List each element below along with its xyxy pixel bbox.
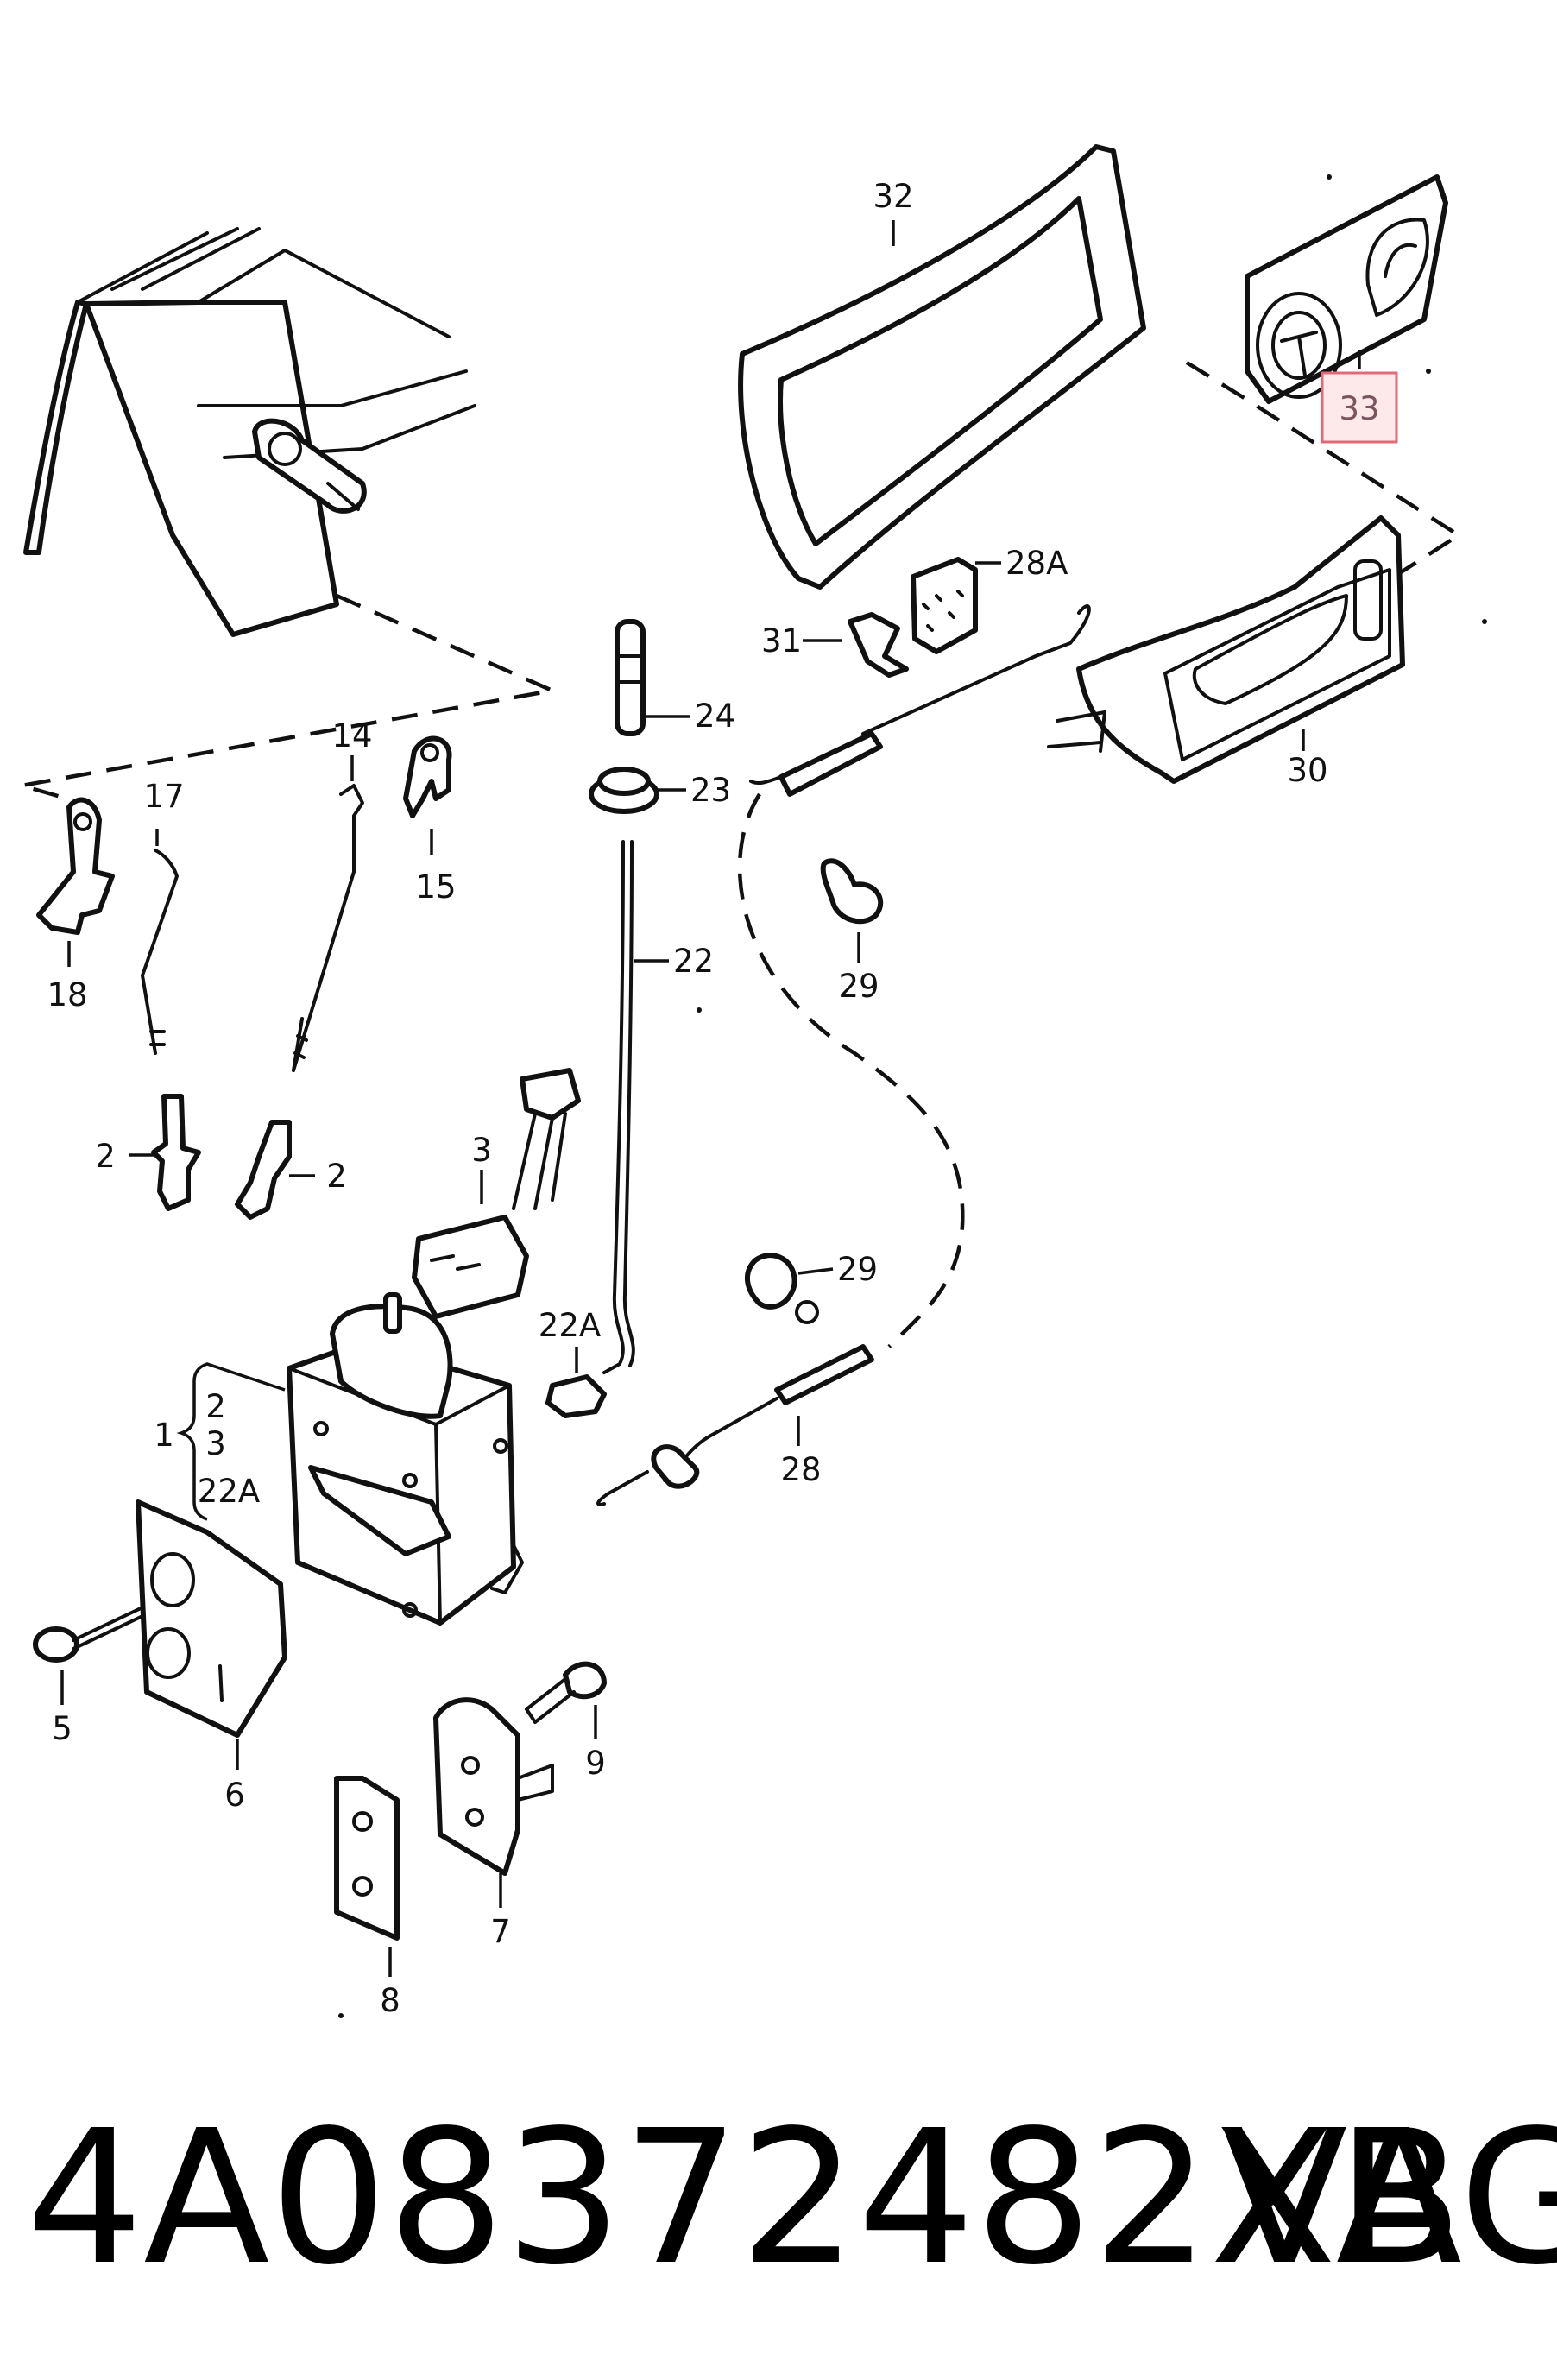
- brand-caption: VAG: [1221, 2091, 1557, 2306]
- callout-3[interactable]: 3: [471, 1132, 492, 1169]
- callout-7[interactable]: 7: [490, 1913, 511, 1950]
- group-item-22A: 22A: [198, 1473, 260, 1510]
- leader-29-lower: [797, 1267, 834, 1275]
- backing-plate-8: [334, 1776, 400, 1941]
- highlight-box-33: [1321, 371, 1398, 444]
- callout-15[interactable]: 15: [415, 868, 456, 906]
- cable-28: [596, 1344, 874, 1506]
- callout-14[interactable]: 14: [331, 717, 372, 754]
- callout-17[interactable]: 17: [143, 778, 184, 815]
- cable-routing-dashed: [737, 792, 965, 1348]
- cable-upper: [749, 604, 1091, 797]
- stray-dot: [697, 1007, 702, 1013]
- callout-5[interactable]: 5: [52, 1710, 72, 1747]
- connector-2-right: [235, 1120, 292, 1220]
- door-lock-actuator-1: [287, 1292, 524, 1626]
- group-item-3: 3: [205, 1425, 226, 1462]
- callout-23[interactable]: 23: [690, 772, 731, 809]
- callout-1[interactable]: 1: [154, 1417, 174, 1454]
- grommet-23: [589, 767, 659, 814]
- callout-2-right[interactable]: 2: [326, 1158, 347, 1195]
- cable-clip-29-lower: [745, 1253, 819, 1324]
- callout-28A[interactable]: 28A: [1005, 545, 1068, 582]
- door-panel-frame-32: [738, 144, 1146, 590]
- callout-33[interactable]: 33: [1339, 390, 1379, 427]
- stray-dot: [338, 2013, 344, 2018]
- cable-clip-29-upper: [820, 858, 884, 925]
- callout-29-upper[interactable]: 29: [838, 968, 879, 1005]
- callout-22[interactable]: 22: [673, 943, 714, 980]
- part-number-caption: 4A08372482XB: [26, 2091, 1464, 2306]
- callout-31[interactable]: 31: [761, 622, 802, 660]
- bracket-1-group: [176, 1362, 286, 1521]
- callout-9[interactable]: 9: [585, 1745, 606, 1782]
- striker-7: [433, 1697, 554, 1876]
- bracket-31: [848, 612, 909, 678]
- screw-5: [33, 1600, 157, 1663]
- callout-22A[interactable]: 22A: [539, 1307, 601, 1344]
- stray-dot: [1426, 369, 1431, 374]
- bolt-9: [525, 1661, 607, 1724]
- callout-29-lower[interactable]: 29: [837, 1251, 878, 1288]
- dashed-guide-door-to-latch: [21, 593, 559, 805]
- lock-plate-6: [136, 1499, 287, 1738]
- callout-2-left[interactable]: 2: [95, 1138, 116, 1175]
- lock-rod-22: [602, 840, 635, 1374]
- rod-17: [141, 849, 179, 1055]
- callout-6[interactable]: 6: [224, 1777, 245, 1814]
- callout-32[interactable]: 32: [873, 178, 913, 215]
- callout-30[interactable]: 30: [1287, 752, 1327, 789]
- callout-24[interactable]: 24: [695, 698, 735, 735]
- clip-28A: [911, 557, 978, 654]
- callout-28[interactable]: 28: [780, 1451, 821, 1488]
- callout-18[interactable]: 18: [47, 976, 87, 1013]
- group-item-2: 2: [205, 1388, 226, 1425]
- switch-wiring-3: [412, 1068, 581, 1319]
- clip-15: [403, 735, 452, 818]
- connector-2-left: [151, 1094, 201, 1211]
- clip-18: [36, 797, 115, 935]
- stray-dot: [1482, 619, 1487, 624]
- rod-14: [292, 784, 364, 1072]
- connector-22A: [545, 1374, 607, 1418]
- stray-dot: [1327, 174, 1332, 180]
- cover-33: [1245, 174, 1448, 404]
- interior-handle-30: [1047, 515, 1405, 784]
- lock-knob-24: [615, 619, 646, 736]
- door-shell: [23, 227, 476, 637]
- callout-8[interactable]: 8: [380, 1982, 400, 2019]
